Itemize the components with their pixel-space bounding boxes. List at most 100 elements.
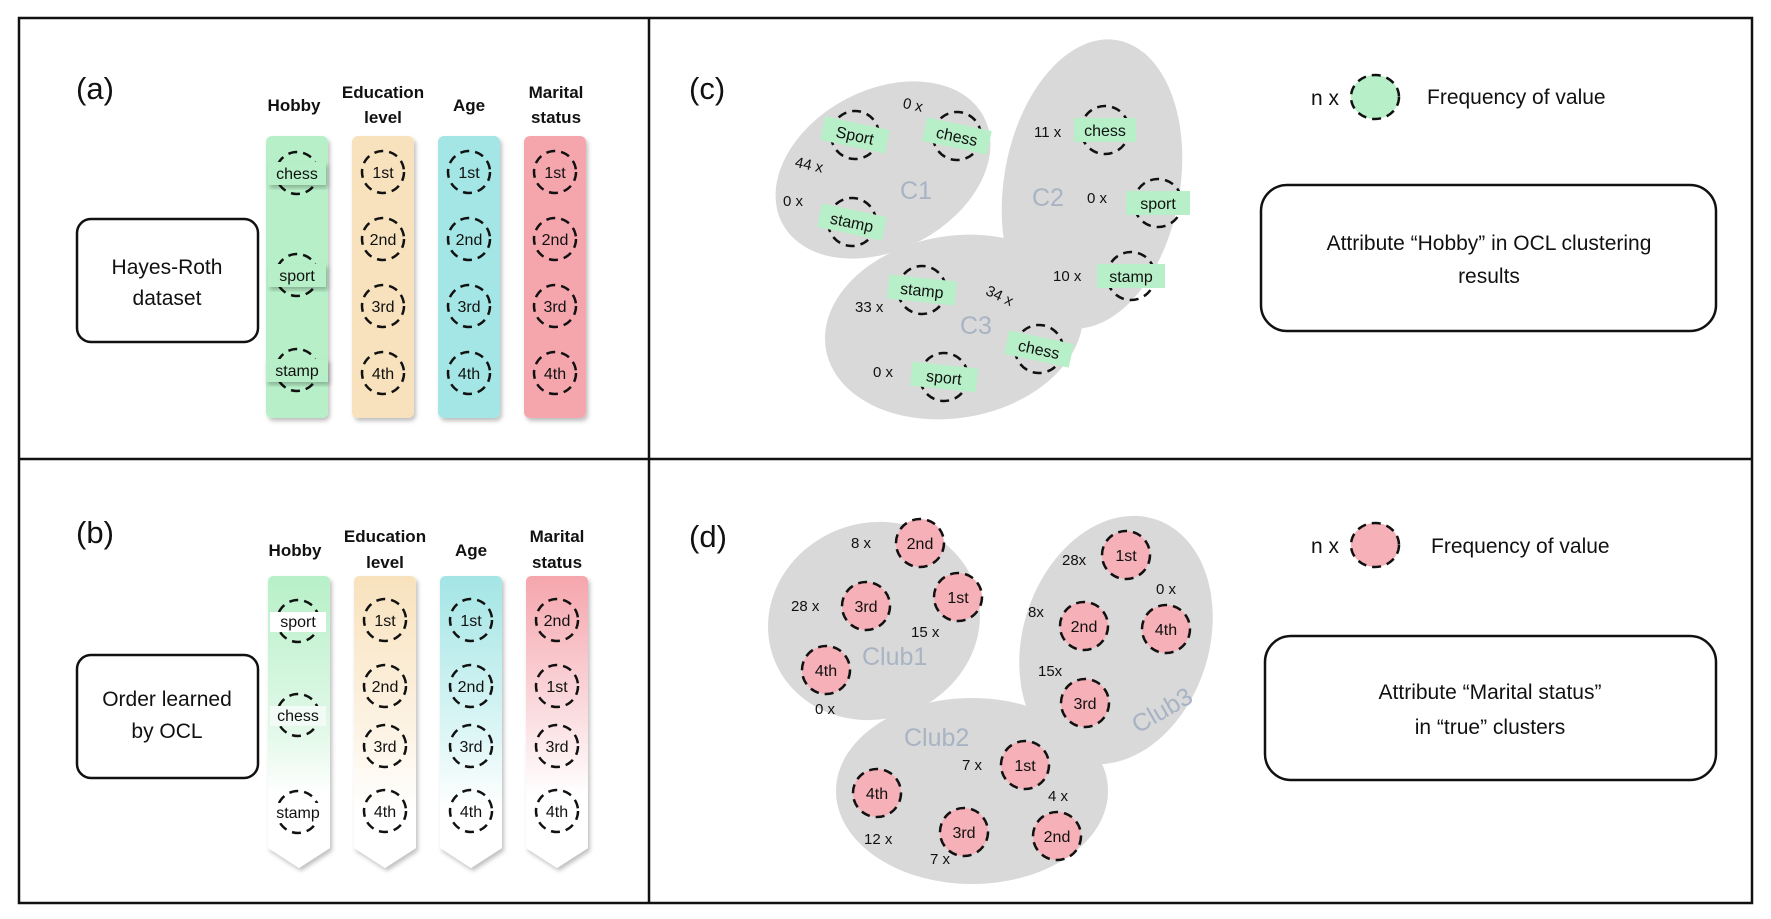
club3-3rd-count: 15x <box>1038 663 1063 680</box>
age-values: 1st 2nd 3rd 4th <box>446 149 492 396</box>
c3-stamp-count: 33 x <box>855 299 884 316</box>
club1-value-4th: 4th <box>800 644 852 696</box>
ocl-order-box <box>75 653 260 780</box>
club3-value-2nd: 2nd <box>1058 600 1110 652</box>
club1-4th-count: 0 x <box>815 701 836 718</box>
legend-d-text: Frequency of value <box>1431 535 1610 558</box>
club2-value-4th: 4th <box>851 767 903 819</box>
club3-value-4th: 4th <box>1140 603 1192 655</box>
svg-text:3rd: 3rd <box>854 599 877 616</box>
club3-value-1st: 1st <box>1100 529 1152 581</box>
header-education-b-1: Education <box>344 527 426 546</box>
header-age: Age <box>453 96 485 115</box>
svg-text:1st: 1st <box>947 590 969 607</box>
cluster-c1-label: C1 <box>900 177 932 205</box>
club3-4th-count: 0 x <box>1156 581 1177 598</box>
svg-text:sport: sport <box>280 614 316 631</box>
caption-c: (c) <box>689 71 725 106</box>
svg-text:1st: 1st <box>374 613 396 630</box>
svg-text:3rd: 3rd <box>373 739 396 756</box>
cluster-club1-label: Club1 <box>862 643 927 671</box>
hobby-results-line1: Attribute “Hobby” in OCL clustering <box>1327 232 1652 255</box>
svg-text:3rd: 3rd <box>371 299 394 316</box>
header-education-2: level <box>364 108 402 127</box>
figure-frame <box>17 16 1754 905</box>
marital-results-line1: Attribute “Marital status” <box>1379 681 1602 704</box>
club2-2nd-count: 4 x <box>1048 788 1069 805</box>
svg-text:2nd: 2nd <box>372 679 399 696</box>
caption-d: (d) <box>689 519 727 554</box>
c1-sport-tag: Sport <box>820 109 890 161</box>
club1-value-1st: 1st <box>932 571 984 623</box>
svg-text:chess: chess <box>277 708 319 725</box>
panel-a: (a) Hayes-Roth dataset Hobby Education l… <box>75 71 586 418</box>
caption-b: (b) <box>76 515 114 550</box>
svg-text:2nd: 2nd <box>544 613 571 630</box>
svg-text:2nd: 2nd <box>1044 829 1071 846</box>
header-hobby: Hobby <box>268 96 321 115</box>
header-age-b: Age <box>455 541 487 560</box>
svg-text:1st: 1st <box>546 679 568 696</box>
dataset-box-line2: dataset <box>133 287 202 310</box>
svg-text:3rd: 3rd <box>457 299 480 316</box>
cluster-club2-label: Club2 <box>904 724 969 752</box>
header-education-1: Education <box>342 83 424 102</box>
header-marital-b-1: Marital <box>530 527 585 546</box>
hobby-results-line2: results <box>1458 265 1520 288</box>
svg-text:chess: chess <box>1084 123 1126 140</box>
legend-d-prefix: n x <box>1311 535 1340 558</box>
svg-text:1st: 1st <box>1115 548 1137 565</box>
svg-text:4th: 4th <box>458 366 480 383</box>
svg-text:1st: 1st <box>372 165 394 182</box>
column-age-b <box>440 576 502 868</box>
svg-text:2nd: 2nd <box>456 232 483 249</box>
club1-3rd-count: 28 x <box>791 598 820 615</box>
hobby-value-stamp: stamp <box>266 347 328 393</box>
svg-text:2nd: 2nd <box>458 679 485 696</box>
panel-d: (d) Club1 Club3 Club2 2nd 3rd 1st 4th 8 … <box>689 515 1718 884</box>
svg-text:2nd: 2nd <box>542 232 569 249</box>
age-order-values: 1st 2nd 3rd 4th <box>448 597 494 834</box>
club3-1st-count: 28x <box>1062 552 1087 569</box>
panel-b: (b) Order learned by OCL Hobby Education… <box>75 515 588 868</box>
c3-sport-tag: sport <box>909 351 979 403</box>
dataset-box-line1: Hayes-Roth <box>112 256 223 279</box>
svg-text:3rd: 3rd <box>952 825 975 842</box>
legend-c-prefix: n x <box>1311 87 1340 110</box>
svg-text:3rd: 3rd <box>543 299 566 316</box>
club1-1st-count: 15 x <box>911 624 940 641</box>
club2-value-3rd: 3rd <box>938 806 990 858</box>
header-marital-b-2: status <box>532 553 582 572</box>
svg-text:4th: 4th <box>374 804 396 821</box>
svg-text:sport: sport <box>1140 196 1176 213</box>
c3-stamp-tag: stamp <box>886 264 958 316</box>
legend-c-text: Frequency of value <box>1427 86 1606 109</box>
svg-text:stamp: stamp <box>899 281 944 302</box>
education-order-values: 1st 2nd 3rd 4th <box>362 597 408 834</box>
dataset-box <box>75 217 260 344</box>
header-marital-1: Marital <box>529 83 584 102</box>
svg-text:1st: 1st <box>458 165 480 182</box>
hobby-order-values: sport chess stamp <box>268 598 328 835</box>
c3-chess-tag: chess <box>1004 323 1074 375</box>
legend-d-circle <box>1349 521 1401 569</box>
hobby-value-chess: chess <box>268 150 326 196</box>
c2-sport-tag: sport <box>1126 177 1190 229</box>
column-marital <box>524 136 586 418</box>
column-education <box>352 136 414 418</box>
club2-3rd-count: 7 x <box>930 851 951 868</box>
panel-c: (c) C1 C2 C3 Sport chess stamp 44 x 0 x … <box>689 39 1718 420</box>
svg-text:sport: sport <box>279 268 315 285</box>
svg-text:4th: 4th <box>372 366 394 383</box>
svg-text:stamp: stamp <box>1109 269 1153 286</box>
c2-chess-count: 11 x <box>1034 124 1062 141</box>
svg-text:4th: 4th <box>544 366 566 383</box>
svg-text:sport: sport <box>925 368 963 389</box>
c1-stamp-count: 0 x <box>783 193 804 210</box>
svg-text:2nd: 2nd <box>370 232 397 249</box>
svg-text:2nd: 2nd <box>1071 619 1098 636</box>
svg-text:3rd: 3rd <box>1073 696 1096 713</box>
marital-order-values: 2nd 1st 3rd 4th <box>534 597 580 834</box>
column-marital-b <box>526 576 588 868</box>
